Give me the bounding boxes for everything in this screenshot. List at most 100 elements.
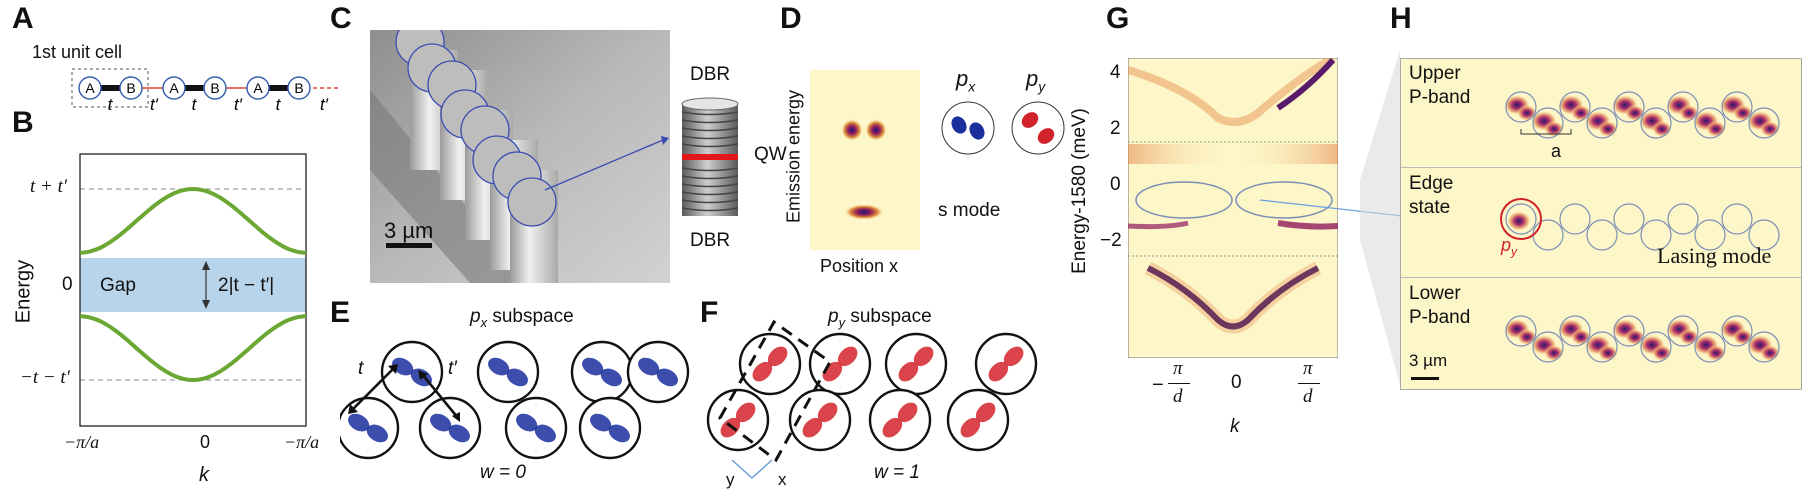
pillar-outline	[1667, 203, 1699, 235]
pillar-outline	[1532, 331, 1564, 363]
panel-letter-e: E	[330, 296, 351, 329]
band-xlabel: k	[199, 464, 209, 486]
emission-map	[810, 70, 920, 250]
band-xtick-right: −π/a	[284, 432, 320, 452]
frac-line-right	[1298, 383, 1320, 384]
dbr-layer	[681, 167, 739, 172]
edge-site-highlight	[1500, 198, 1542, 240]
axis-y-label: y	[726, 470, 735, 489]
site-b-label: B	[294, 80, 303, 96]
pillar-outline	[1667, 315, 1699, 347]
dispersion-map	[1128, 58, 1338, 358]
panel-letter-a: A	[12, 2, 34, 35]
band-ytick-bottom: −t − t′	[20, 367, 70, 388]
px-site	[418, 396, 482, 460]
dbr-stack: DBR QW DBR	[672, 60, 792, 260]
dbr-bottom-label: DBR	[690, 230, 731, 251]
pillar-outline	[1505, 91, 1537, 123]
title-p: p	[470, 306, 481, 327]
gap-label: Gap	[100, 275, 136, 296]
py-site	[946, 388, 1010, 452]
pillar-outline	[1586, 219, 1618, 251]
dbr-layer	[681, 199, 739, 204]
dispersion-xtick-left-num: π	[1173, 358, 1183, 379]
site-a	[78, 76, 102, 100]
divider	[1401, 277, 1801, 278]
band-ytick-zero: 0	[62, 274, 73, 295]
px-label: px	[956, 66, 975, 94]
site-a	[246, 76, 270, 100]
panel-h-realspace: Upper P-band a Edge state py Lasing mode…	[1360, 50, 1803, 493]
band-series-line	[79, 314, 307, 383]
pillar-outline	[1748, 219, 1780, 251]
site-b	[287, 76, 311, 100]
a-bracket	[1520, 129, 1572, 135]
edge-state-line1: Edge	[1409, 173, 1454, 194]
pillar-outline	[1721, 315, 1753, 347]
dbr-top-label: DBR	[690, 64, 731, 85]
dispersion-xtick-left-den: d	[1173, 386, 1183, 407]
title-p: p	[828, 306, 839, 327]
panel-g-dispersion: Energy-1580 (meV) 4 2 0 −2 − π d 0 π d k	[1060, 40, 1428, 493]
e-tp-label: t′	[448, 358, 457, 379]
py-letter: p	[1501, 235, 1512, 255]
site-a-label: A	[85, 80, 95, 96]
py-site	[706, 388, 770, 452]
pillar-outline	[1532, 107, 1564, 139]
band-xtick-left: −π/a	[64, 432, 100, 452]
site-a-label: A	[253, 80, 263, 96]
py-site	[808, 332, 872, 396]
gap-arrowhead-up	[202, 261, 210, 270]
unit-cell-box	[71, 68, 149, 108]
dispersion-ytick-4: 4	[1110, 62, 1121, 83]
panel-letter-g: G	[1106, 2, 1130, 35]
axis-x-label: x	[778, 470, 787, 489]
pillar-outline	[1667, 91, 1699, 123]
realspace-image	[1500, 91, 1780, 363]
pillar-tops	[395, 30, 557, 227]
panel-letter-b: B	[12, 106, 34, 139]
pillar-outline	[1694, 219, 1726, 251]
gap-arrowhead-down	[202, 300, 210, 309]
axis-x	[751, 459, 773, 479]
emission-xlabel: Position x	[820, 256, 899, 276]
pillar-outline	[1613, 315, 1645, 347]
py-sub: y	[1511, 244, 1518, 259]
mode-intensity	[1652, 345, 1672, 361]
dispersion-xlabel: k	[1230, 416, 1240, 437]
gap-width-label: 2|t − t′|	[218, 275, 275, 296]
hop-tp: t′	[234, 95, 243, 110]
pillar-outline	[1748, 331, 1780, 363]
px-letter: p	[956, 66, 969, 91]
px-lattice	[340, 340, 690, 460]
band-ylabel: Energy	[12, 259, 35, 324]
mode-intensity	[1706, 121, 1726, 137]
py-lattice	[706, 319, 1038, 479]
s-mode-label: s mode	[938, 200, 1001, 221]
pillar-outline	[1748, 107, 1780, 139]
axis-y	[731, 459, 753, 479]
title-rest: subspace	[487, 306, 574, 327]
py-edge-label: py	[1501, 235, 1517, 259]
pillar-outline	[1694, 107, 1726, 139]
hop-t: t	[276, 95, 282, 110]
px-site	[570, 340, 634, 404]
dispersion-xtick-right-den: d	[1303, 386, 1313, 407]
h-scalebar	[1411, 377, 1439, 380]
sem-scalebar	[386, 243, 432, 248]
py-subspace-title: py subspace	[828, 306, 932, 330]
pillar-to-dbr-arrow	[544, 136, 669, 191]
py-orbital	[1011, 101, 1065, 155]
panel-letter-d: D	[780, 2, 802, 35]
f-winding: w = 1	[874, 462, 920, 483]
panel-letter-f: F	[700, 296, 719, 329]
py-site	[974, 332, 1038, 396]
e-winding: w = 0	[480, 462, 526, 483]
site-a	[162, 76, 186, 100]
title-sub: x	[480, 314, 488, 330]
emission-ylabel: Emission energy	[783, 89, 804, 224]
py-letter: p	[1026, 66, 1039, 91]
dispersion-xtick-mid: 0	[1231, 372, 1242, 393]
band-series-line	[79, 186, 307, 255]
dbr-layer	[681, 119, 739, 124]
